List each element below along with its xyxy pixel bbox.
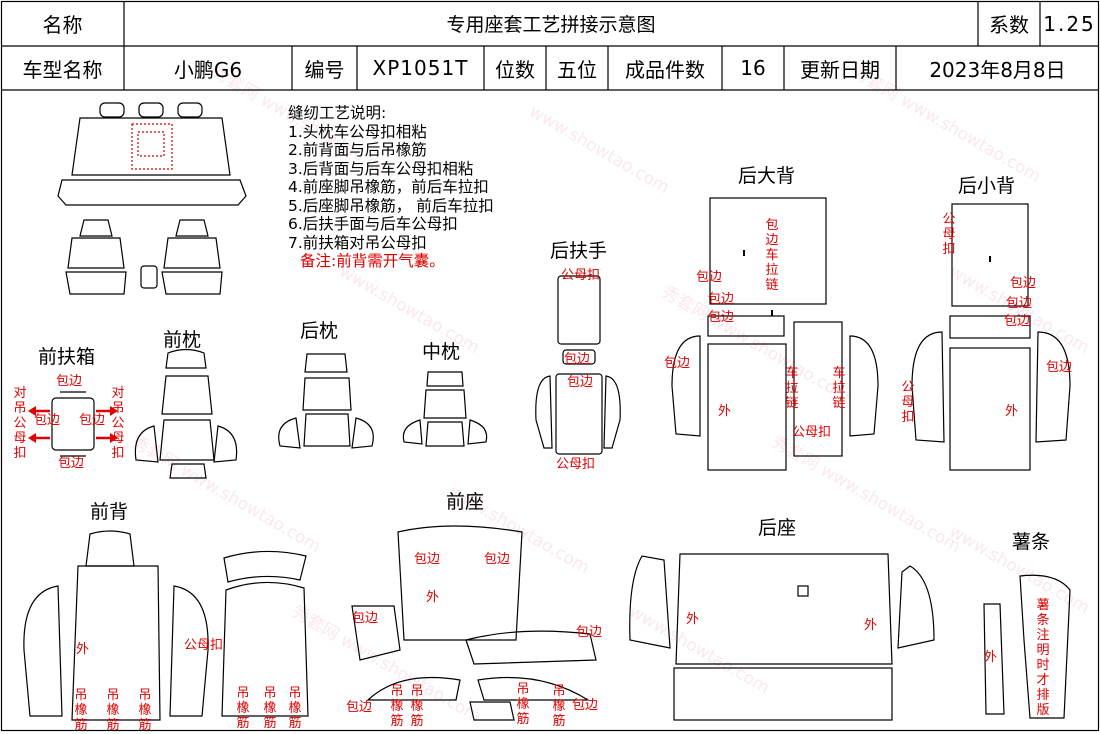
- note-item: 5.后座脚吊橡筋， 前后车拉扣: [288, 196, 494, 215]
- seats-value: 五位: [557, 57, 597, 82]
- section-rear-big-back: 后大背: [738, 165, 796, 187]
- section-front-back: 前背: [90, 501, 129, 523]
- rear-headrest-pattern: [278, 353, 374, 449]
- code-label: 编号: [304, 57, 345, 82]
- front-seat-sketch: [65, 219, 223, 295]
- snap-label: 公母扣: [792, 425, 832, 440]
- hem-label: 包边: [56, 374, 83, 389]
- hem-label: 包边: [567, 375, 594, 390]
- hang-elastic-label: 吊橡筋: [390, 684, 404, 729]
- hem-label: 包边: [352, 611, 379, 626]
- hem-label: 包边: [664, 356, 691, 371]
- hang-elastic-label: 吊橡筋: [74, 688, 88, 733]
- middle-headrest-pattern: [402, 371, 488, 447]
- hem-label: 包边: [79, 413, 106, 428]
- front-seat-pattern: [351, 525, 597, 721]
- section-strip: 薯条: [1012, 531, 1051, 553]
- hang-elastic-label: 吊橡筋: [288, 686, 302, 731]
- outer-label: 外: [686, 612, 700, 627]
- hang-elastic-label: 吊橡筋: [236, 686, 250, 731]
- note-item: 6.后扶手面与后车公母扣: [288, 215, 458, 233]
- hem-label: 包边: [58, 456, 85, 471]
- snap-label: 公母扣: [942, 212, 956, 257]
- model-value: 小鹏G6: [173, 57, 243, 82]
- section-front-headrest: 前枕: [163, 329, 202, 351]
- front-back-pattern: [23, 530, 309, 721]
- page-title: 专用座套工艺拼接示意图: [446, 14, 656, 36]
- section-front-seat: 前座: [446, 491, 485, 513]
- section-front-armbox: 前扶箱: [38, 346, 96, 368]
- coef-value: 1.25: [1043, 11, 1096, 36]
- hem-label: 包边: [1006, 296, 1033, 311]
- section-rear-seat: 后座: [758, 517, 797, 539]
- outer-label: 外: [426, 590, 440, 605]
- outer-label: 外: [76, 642, 90, 657]
- hang-snap-label: 对吊公母扣: [13, 386, 27, 461]
- count-value: 16: [740, 56, 766, 80]
- hang-elastic-label: 吊橡筋: [263, 686, 277, 731]
- rear-seat-pattern: [629, 553, 935, 721]
- rear-big-back-pattern: [671, 197, 879, 471]
- outer-label: 外: [1005, 404, 1019, 419]
- note-item: 7.前扶箱对吊公母扣: [288, 233, 427, 252]
- snap-label: 公母扣: [556, 457, 596, 472]
- rear-small-back-pattern: [911, 203, 1071, 471]
- hem-label: 包边: [346, 700, 373, 715]
- outer-label: 外: [718, 404, 732, 419]
- rear-armrest-pattern: [535, 275, 621, 455]
- rear-bench-sketch: [57, 102, 247, 206]
- hem-label: 包边: [1010, 276, 1037, 291]
- hem-label: 包边: [564, 352, 591, 367]
- note-item: 3.后背面与后车公母扣相粘: [288, 159, 474, 178]
- sewing-notes: 缝纫工艺说明: 1.头枕车公母扣相粘 2.前背面与后吊橡筋 3.后背面与后车公母…: [288, 104, 494, 271]
- code-value: XP1051T: [372, 56, 469, 80]
- note-item: 1.头枕车公母扣相粘: [288, 122, 427, 141]
- strip-note-label: 薯条注明时才排版: [1036, 598, 1050, 718]
- notes-remark: 备注:前背需开气囊。: [300, 252, 445, 270]
- snap-label: 公母扣: [561, 268, 601, 283]
- outer-label: 外: [864, 618, 878, 633]
- outer-label: 外: [984, 650, 998, 665]
- hang-snap-label: 对吊公母扣: [111, 386, 125, 461]
- strip-pattern: [983, 574, 1071, 719]
- notes-heading: 缝纫工艺说明:: [288, 104, 387, 122]
- zip-label: 车拉链: [832, 366, 846, 411]
- hem-label: 包边: [576, 625, 603, 640]
- hem-label: 包边: [1046, 360, 1073, 375]
- date-value: 2023年8月8日: [929, 57, 1066, 82]
- snap-label: 公母扣: [901, 380, 915, 425]
- hang-elastic-label: 吊橡筋: [106, 688, 120, 733]
- date-label: 更新日期: [800, 57, 880, 82]
- section-rear-armrest: 后扶手: [550, 240, 608, 262]
- hem-label: 包边: [484, 552, 511, 567]
- hang-elastic-label: 吊橡筋: [516, 682, 530, 727]
- hang-elastic-label: 吊橡筋: [552, 684, 566, 729]
- section-rear-small-back: 后小背: [958, 175, 1016, 197]
- name-label: 名称: [42, 13, 83, 37]
- coef-label: 系数: [989, 13, 1029, 37]
- front-armbox-pattern: [51, 391, 95, 457]
- front-headrest-pattern: [134, 348, 238, 479]
- seats-label: 位数: [495, 57, 535, 82]
- snap-label: 公母扣: [184, 638, 224, 653]
- zip-label: 车拉链: [785, 366, 799, 411]
- hem-label: 包边: [1004, 314, 1031, 329]
- hem-label: 包边: [708, 310, 735, 325]
- hem-label: 包边: [708, 292, 735, 307]
- hem-label: 包边: [34, 413, 61, 428]
- model-label: 车型名称: [22, 57, 103, 82]
- note-item: 4.前座脚吊橡筋，前后车拉扣: [288, 178, 489, 196]
- section-rear-headrest: 后枕: [300, 320, 339, 342]
- hem-zip-label: 包边车拉链: [765, 218, 779, 293]
- hang-elastic-label: 吊橡筋: [138, 688, 152, 733]
- hem-label: 包边: [572, 698, 599, 713]
- note-item: 2.前背面与后吊橡筋: [288, 141, 427, 159]
- hem-label: 包边: [696, 270, 723, 285]
- hang-elastic-label: 吊橡筋: [410, 684, 424, 729]
- hem-label: 包边: [414, 552, 441, 567]
- count-label: 成品件数: [625, 57, 705, 82]
- section-mid-headrest: 中枕: [422, 341, 461, 363]
